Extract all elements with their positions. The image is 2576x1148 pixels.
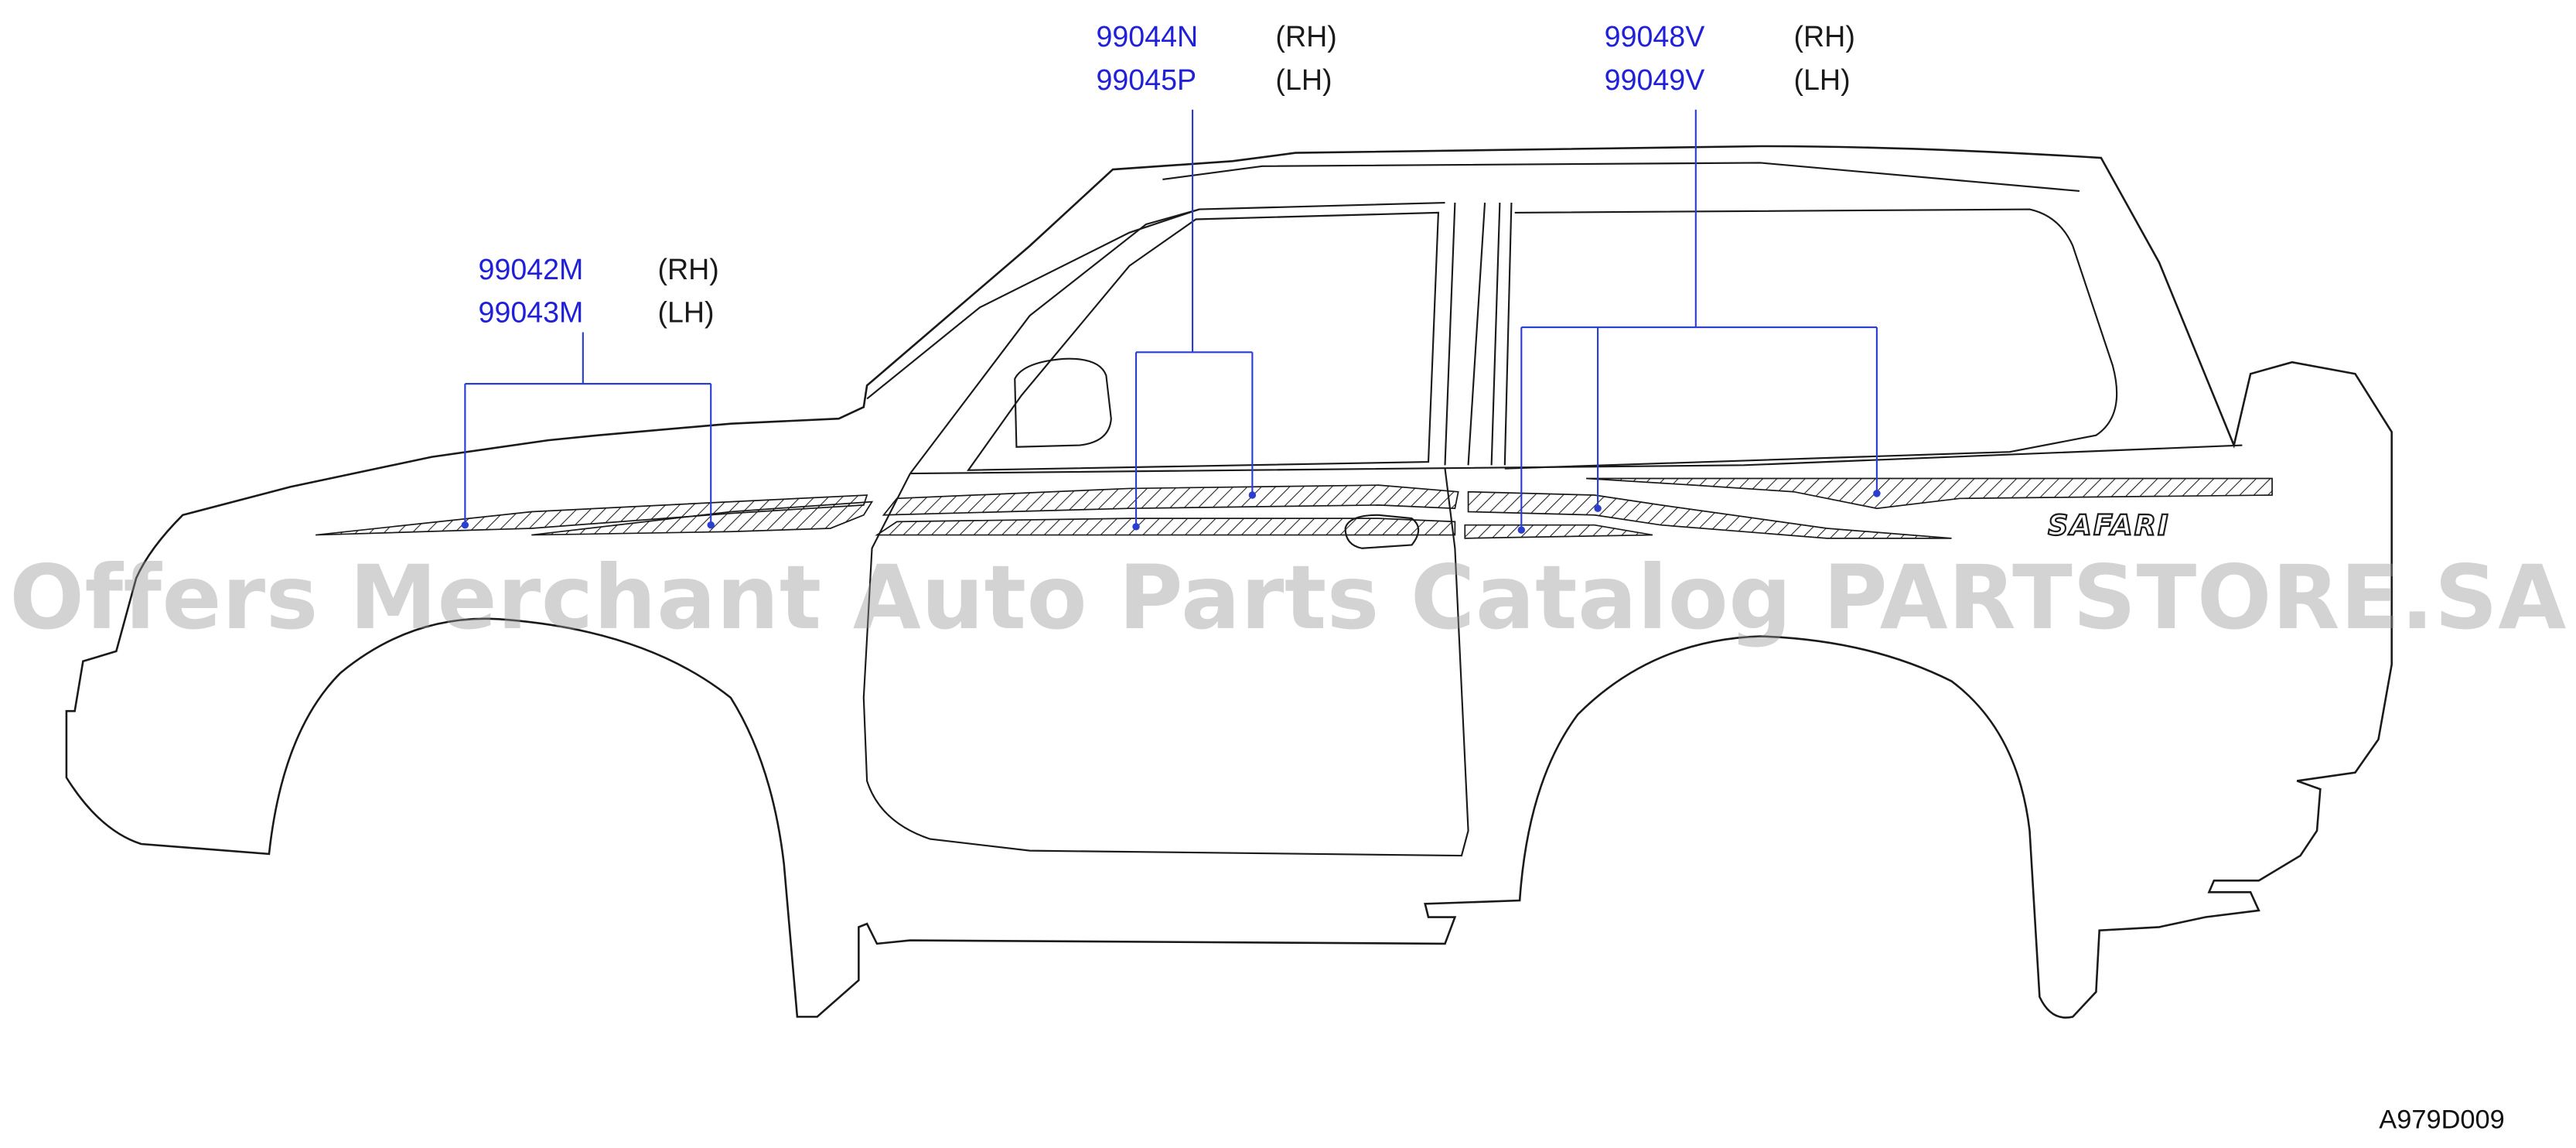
side-label: (RH) <box>1275 19 1337 53</box>
leader-dot <box>1132 523 1140 531</box>
front-door <box>862 468 1469 857</box>
windshield-edge <box>909 208 1199 474</box>
a-pillar <box>866 201 1445 400</box>
decal-rear-quarter <box>1586 477 2273 510</box>
leader-dot <box>707 521 715 529</box>
part-number-link[interactable]: 99049V <box>1604 63 1705 97</box>
roof-line <box>1162 162 2080 193</box>
side-label: (LH) <box>657 296 715 330</box>
leader-dots <box>461 490 1881 534</box>
decal-front-fender-lower <box>531 501 874 536</box>
decal-door-lower <box>875 518 1456 536</box>
watermark: Offers Merchant Auto Parts Catalog PARTS… <box>9 548 2567 650</box>
stripe-decals <box>315 477 2273 539</box>
vehicle-body-outline <box>65 145 2393 1019</box>
decal-rear-lower <box>1464 524 1653 539</box>
decal-front-fender-upper <box>315 494 868 536</box>
decal-door-upper <box>882 484 1459 516</box>
side-label: (RH) <box>1793 19 1855 53</box>
part-number-link[interactable]: 99045P <box>1096 63 1197 97</box>
side-label: (RH) <box>657 252 719 286</box>
leader-dot <box>1248 491 1257 499</box>
leader-dot <box>1517 526 1526 534</box>
leader-front <box>464 332 712 525</box>
leader-rear <box>1520 109 1878 531</box>
rear-window <box>1504 208 2118 470</box>
side-label: (LH) <box>1275 63 1332 97</box>
front-window <box>967 211 1440 471</box>
leader-door <box>1134 109 1254 527</box>
part-number-link[interactable]: 99042M <box>478 252 584 286</box>
leader-dot <box>461 521 469 529</box>
part-number-link[interactable]: 99048V <box>1604 19 1705 53</box>
part-number-link[interactable]: 99044N <box>1096 19 1199 53</box>
leader-dot <box>1873 490 1881 497</box>
b-pillar <box>1444 202 1513 466</box>
belt-line <box>909 444 2243 475</box>
side-label: (LH) <box>1793 63 1851 97</box>
part-number-link[interactable]: 99043M <box>478 296 584 330</box>
leader-dot <box>1594 504 1602 512</box>
figure-code: A979D009 <box>2379 1106 2505 1135</box>
safari-badge: SAFARI <box>2048 509 2170 542</box>
side-mirror <box>1014 357 1112 448</box>
leader-lines <box>464 109 1878 531</box>
decal-rear-upper <box>1467 490 1952 539</box>
